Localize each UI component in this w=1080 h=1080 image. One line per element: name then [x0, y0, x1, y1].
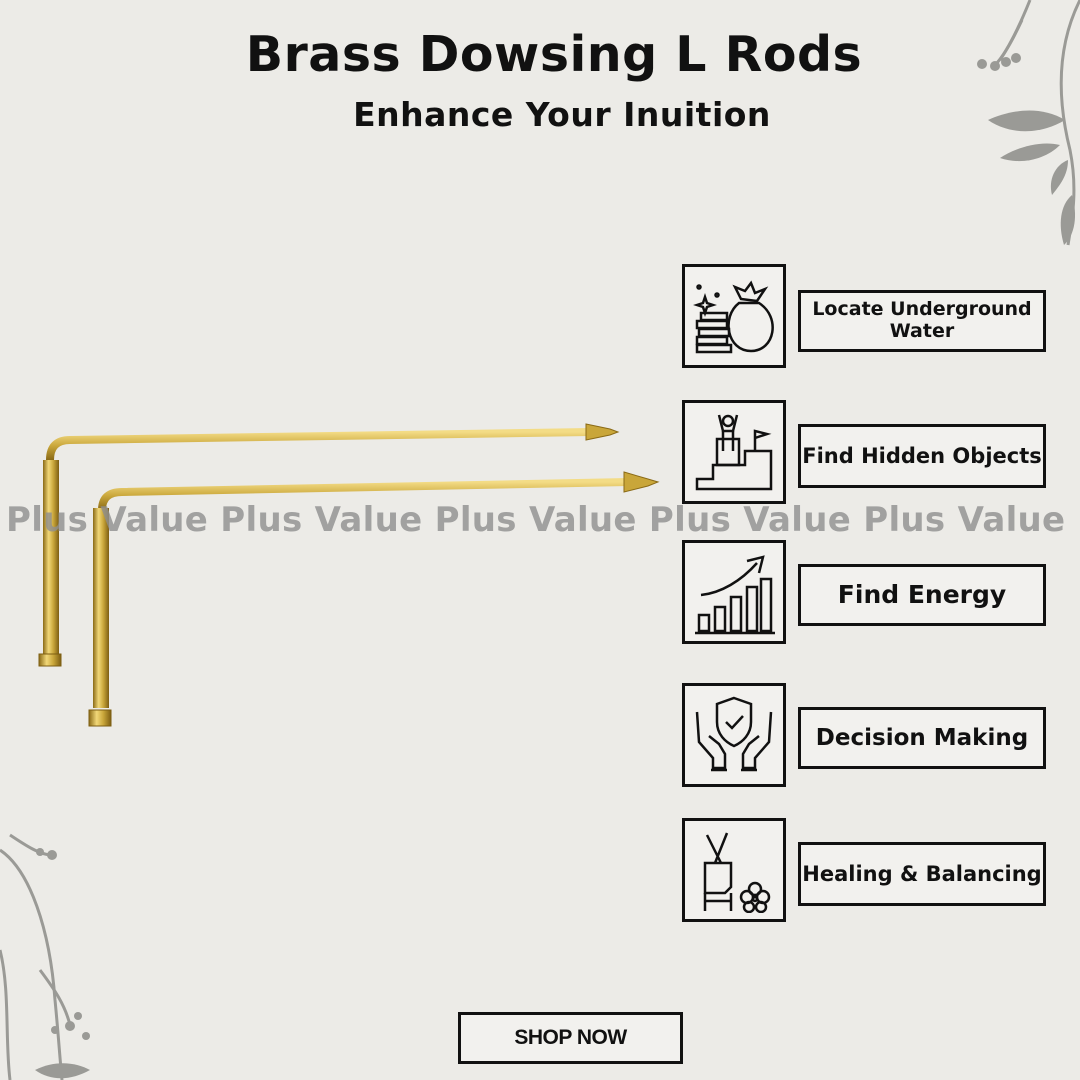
feature-label: Healing & Balancing: [798, 842, 1046, 906]
feature-label: Locate Underground Water: [798, 290, 1046, 352]
branch-decoration-top-right: [977, 0, 1080, 246]
feature-find-energy: Find Energy: [682, 540, 1046, 644]
watermark-text: Plus Value Plus Value Plus Value Plus Va…: [6, 500, 1066, 540]
podium-flag-icon: [682, 400, 786, 504]
feature-decision-making: Decision Making: [682, 683, 1046, 787]
page-title: Brass Dowsing L Rods: [245, 26, 863, 83]
feature-label: Find Hidden Objects: [798, 424, 1046, 488]
money-bag-icon: [682, 264, 786, 368]
feature-label: Find Energy: [798, 564, 1046, 626]
branch-decoration-bottom-left: [0, 833, 90, 1080]
shield-hands-icon: [682, 683, 786, 787]
crossed-fingers-clover-icon: [682, 818, 786, 922]
feature-label: Decision Making: [798, 707, 1046, 769]
feature-locate-water: Locate Underground Water: [682, 264, 1046, 368]
growth-chart-icon: [682, 540, 786, 644]
brass-l-rods-image: [38, 423, 660, 727]
feature-find-objects: Find Hidden Objects: [682, 400, 1046, 504]
feature-healing-balancing: Healing & Balancing: [682, 818, 1046, 922]
shop-now-button[interactable]: SHOP NOW: [458, 1012, 683, 1064]
page-subtitle: Enhance Your Inuition: [353, 95, 771, 134]
